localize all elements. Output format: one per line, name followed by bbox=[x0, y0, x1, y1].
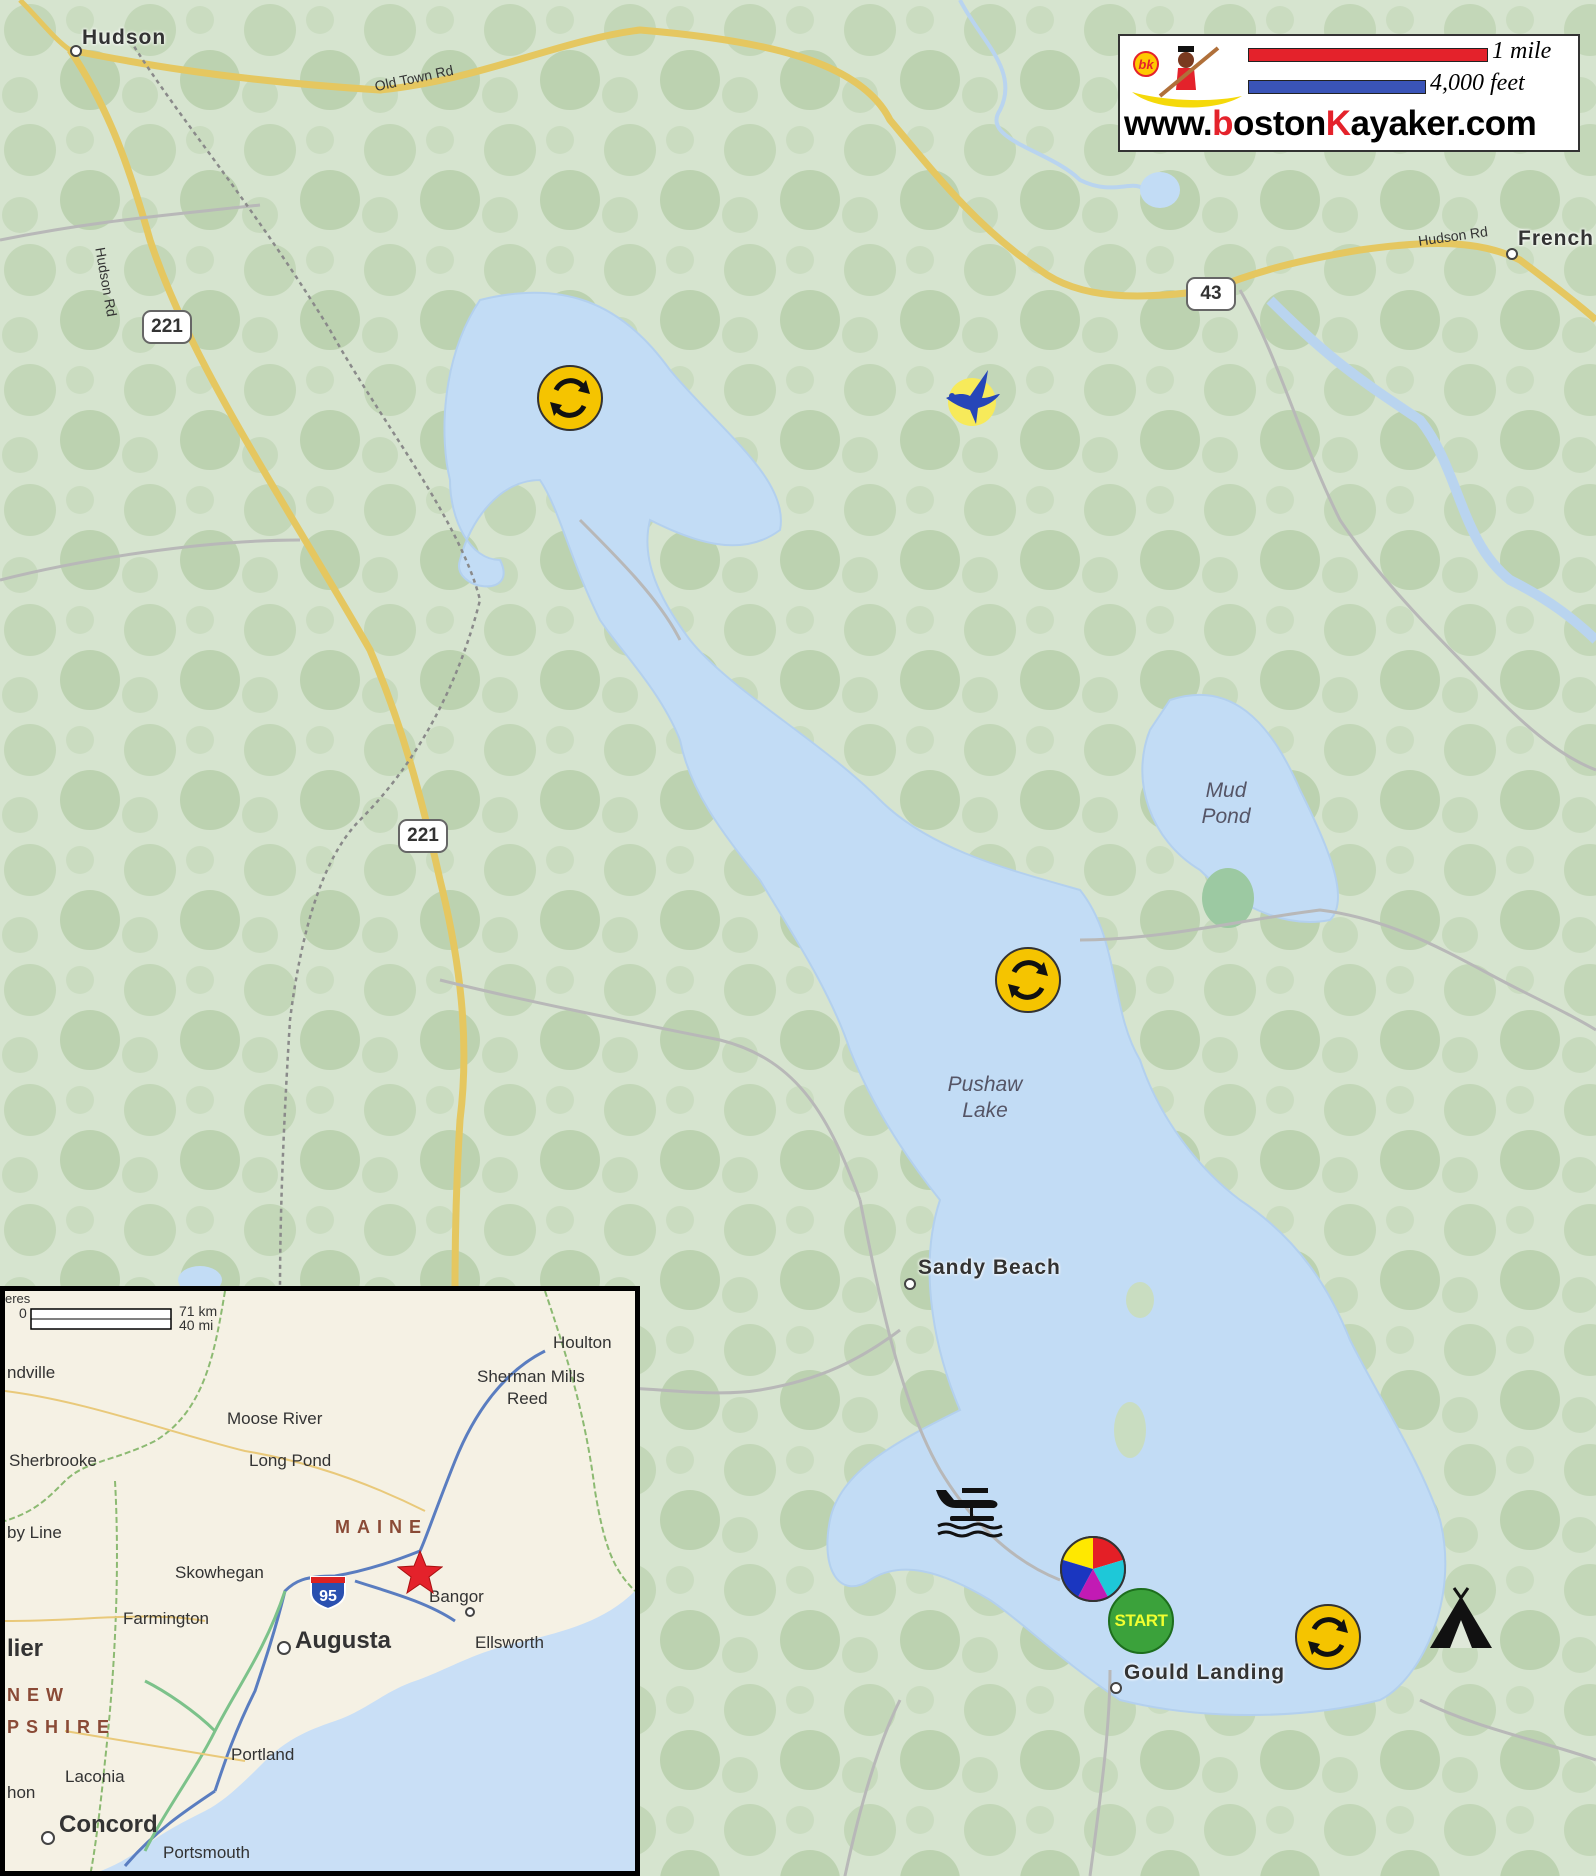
inset-by-line: by Line bbox=[7, 1523, 62, 1542]
start-marker[interactable]: START bbox=[1108, 1588, 1174, 1654]
inset-state-maine: MAINE bbox=[335, 1517, 428, 1537]
loop-icon[interactable] bbox=[536, 364, 604, 432]
pushaw-lake-label-line2: Lake bbox=[962, 1099, 1008, 1122]
inset-dot-concord bbox=[41, 1831, 55, 1845]
inset-scale-zero: 0 bbox=[19, 1305, 27, 1321]
start-marker-label: START bbox=[1114, 1611, 1168, 1630]
inset-ellsworth: Ellsworth bbox=[475, 1633, 544, 1652]
town-gould-landing: Gould Landing bbox=[1124, 1661, 1286, 1684]
inset-hon: hon bbox=[7, 1783, 36, 1802]
mud-pond-water bbox=[1141, 694, 1339, 923]
inset-moose-river: Moose River bbox=[227, 1409, 323, 1428]
inset-concord: Concord bbox=[59, 1811, 158, 1838]
inset-state-pshire: PSHIRE bbox=[7, 1717, 117, 1737]
route-221-shield: 221 bbox=[142, 310, 192, 344]
inset-green-roads bbox=[143, 1590, 287, 1852]
lake-island bbox=[1114, 1402, 1146, 1458]
boston-kayaker-url[interactable]: www.bostonKayaker.com bbox=[1124, 104, 1537, 144]
river-north bbox=[958, 0, 1152, 201]
town-dot-sandy-beach bbox=[904, 1278, 916, 1290]
mud-pond-label: Mud Pond bbox=[1196, 778, 1256, 830]
town-french: French bbox=[1518, 227, 1595, 250]
minor-roads bbox=[0, 203, 1596, 1876]
railroad bbox=[128, 39, 482, 1291]
inset-augusta: Augusta bbox=[295, 1627, 391, 1654]
inset-dot-bangor bbox=[465, 1607, 475, 1617]
inset-state-new: NEW bbox=[7, 1685, 70, 1705]
inset-ocean bbox=[100, 1591, 635, 1871]
inset-skowhegan: Skowhegan bbox=[175, 1563, 264, 1582]
road-hudson bbox=[18, 0, 72, 53]
lake-island bbox=[1126, 1282, 1154, 1318]
route-43-shield: 43 bbox=[1186, 277, 1236, 311]
location-star-icon bbox=[397, 1549, 443, 1595]
interstate-95-shield: 95 bbox=[310, 1576, 346, 1609]
logo-text: bk bbox=[1138, 57, 1154, 72]
inset-portland: Portland bbox=[231, 1745, 295, 1764]
inset-portsmouth: Portsmouth bbox=[163, 1843, 250, 1862]
town-dot-french bbox=[1506, 248, 1518, 260]
inset-scale-mi: 40 mi bbox=[179, 1317, 214, 1333]
loop-icon[interactable] bbox=[1294, 1603, 1362, 1671]
town-dot-gould-landing bbox=[1110, 1682, 1122, 1694]
road-221 bbox=[67, 48, 468, 1291]
pushaw-lake-water bbox=[443, 291, 1447, 1716]
inset-bangor: Bangor bbox=[429, 1587, 484, 1606]
inset-highways bbox=[123, 1349, 546, 1867]
inset-borders bbox=[5, 1291, 635, 1871]
pushaw-lake-label-line1: Pushaw bbox=[947, 1073, 1023, 1096]
stream bbox=[1266, 296, 1596, 644]
feet-scale-bar bbox=[1248, 80, 1426, 94]
mud-pond-label-line1: Mud bbox=[1205, 779, 1247, 802]
url-part-1: www. bbox=[1124, 104, 1213, 143]
inset-farmington: Farmington bbox=[123, 1609, 209, 1628]
inset-lier: lier bbox=[7, 1635, 44, 1662]
inset-houlton: Houlton bbox=[553, 1333, 612, 1352]
town-hudson: Hudson bbox=[82, 26, 167, 49]
mile-scale-label: 1 mile bbox=[1492, 38, 1552, 64]
inset-laconia: Laconia bbox=[65, 1767, 125, 1786]
wetland bbox=[1202, 868, 1254, 928]
inset-scale-km: 71 km bbox=[179, 1303, 218, 1319]
route-221-shield: 221 bbox=[398, 819, 448, 853]
mile-scale-bar bbox=[1248, 48, 1488, 62]
url-b: b bbox=[1212, 104, 1233, 143]
inset-sherbrooke: Sherbrooke bbox=[9, 1451, 97, 1470]
inset-frag-top: eres bbox=[5, 1291, 31, 1306]
pushaw-lake-label: Pushaw Lake bbox=[940, 1072, 1030, 1124]
kayaker-logo: bk bbox=[1132, 46, 1242, 108]
inset-reed: Reed bbox=[507, 1389, 548, 1408]
url-k: K bbox=[1325, 104, 1351, 143]
campsite-icon[interactable] bbox=[1426, 1586, 1496, 1652]
inset-minor-roads bbox=[5, 1390, 426, 1762]
scale-legend: bk 1 mile 4,000 feet www.bostonKayaker.c… bbox=[1118, 34, 1580, 152]
url-part-2: oston bbox=[1233, 104, 1326, 143]
url-part-3: ayaker.com bbox=[1350, 104, 1537, 143]
beach-ball-icon[interactable] bbox=[1058, 1534, 1128, 1604]
bird-icon[interactable] bbox=[938, 364, 1008, 430]
interstate-95-label: 95 bbox=[319, 1588, 337, 1605]
feet-scale-label: 4,000 feet bbox=[1430, 70, 1525, 96]
mud-pond-label-line2: Pond bbox=[1201, 805, 1251, 828]
loop-icon[interactable] bbox=[994, 946, 1062, 1014]
road-old-town bbox=[69, 26, 1596, 323]
inset-long-pond: Long Pond bbox=[249, 1451, 332, 1470]
town-dot-hudson bbox=[70, 45, 82, 57]
inset-ndville: ndville bbox=[7, 1363, 56, 1382]
inset-dot-augusta bbox=[277, 1641, 291, 1655]
inset-locator-map[interactable]: eres 0 71 km 40 mi Houlton Sherman Mills… bbox=[0, 1286, 640, 1876]
inset-sherman-mills: Sherman Mills bbox=[477, 1367, 585, 1386]
pond-north bbox=[1140, 172, 1180, 208]
town-sandy-beach: Sandy Beach bbox=[918, 1256, 1061, 1279]
seaplane-icon[interactable] bbox=[932, 1476, 1004, 1540]
